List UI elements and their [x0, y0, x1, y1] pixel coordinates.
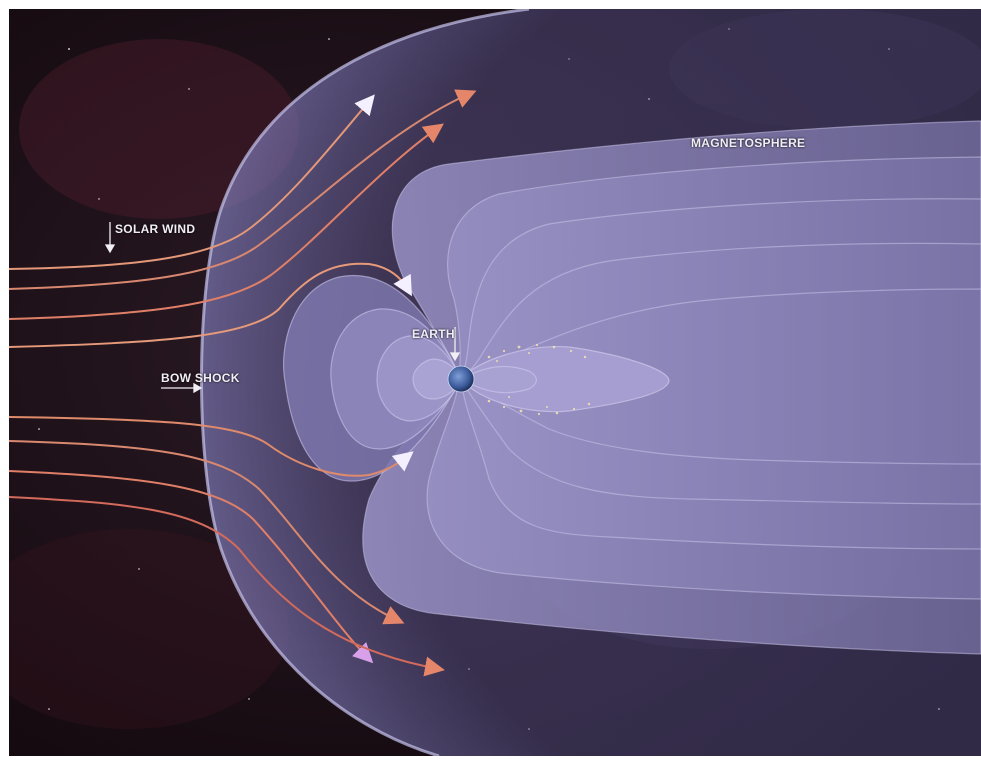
label-pointers [104, 222, 461, 394]
solar-wind-line [9, 94, 375, 270]
solar-wind-line [9, 416, 414, 477]
earth-pointer-head [449, 352, 461, 362]
earth-label: EARTH [412, 327, 455, 341]
bow-shock-pointer-head [193, 382, 203, 394]
solar-wind-line [9, 496, 445, 677]
magnetosphere-layers [362, 120, 981, 655]
solar-wind-label: SOLAR WIND [115, 222, 196, 236]
bow-shock-label: BOW SHOCK [161, 371, 240, 385]
radiation-particles [487, 343, 591, 416]
dayside-field-loops [282, 275, 538, 482]
magnetosphere-label: MAGNETOSPHERE [691, 136, 806, 150]
solar-wind-pointer-head [104, 244, 116, 254]
diagram-frame: MAGNETOSPHERE SOLAR WIND EARTH BOW SHOCK [9, 9, 981, 756]
solar-wind-line [9, 440, 405, 625]
plasma-sheet [460, 346, 670, 413]
solar-wind-streamlines [9, 89, 477, 677]
solar-wind-line [9, 89, 477, 290]
earth-globe [447, 365, 475, 393]
solar-wind-line [9, 262, 412, 348]
solar-wind-line [9, 470, 374, 664]
bow-shock-edge [200, 9, 530, 756]
solar-wind-line [9, 123, 444, 320]
magnetosphere-illustration [9, 9, 981, 756]
